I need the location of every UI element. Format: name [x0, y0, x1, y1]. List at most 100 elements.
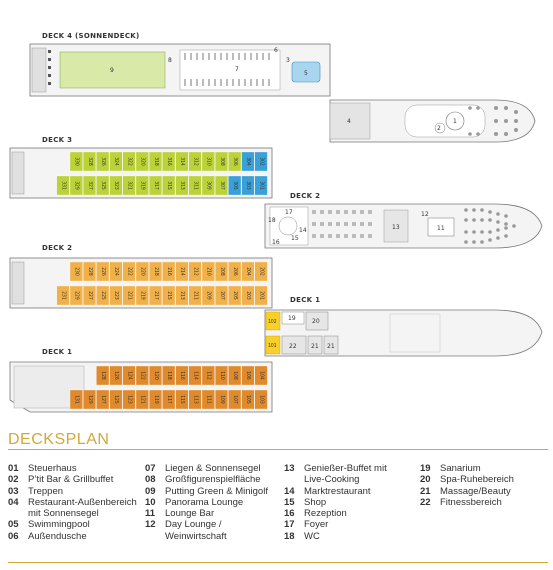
legend-number: 17 — [284, 519, 295, 531]
legend-number: 12 — [145, 519, 156, 531]
legend-label: Foyer — [304, 519, 329, 531]
cabin-322 — [122, 151, 136, 172]
cabin-215 — [162, 285, 176, 306]
deck-4-loungers — [184, 53, 270, 86]
cabin-205 — [228, 285, 242, 306]
cabin-324-label: 324 — [113, 157, 119, 166]
deck-2-stern — [11, 261, 25, 305]
legend-number: 07 — [145, 463, 156, 474]
cabin-108 — [228, 365, 242, 386]
cabin-104-label: 104 — [258, 371, 264, 380]
cabin-111-label: 111 — [206, 395, 212, 404]
room-19: 19 — [288, 315, 296, 322]
room-13: 13 — [392, 224, 400, 231]
cabin-115-label: 115 — [179, 395, 185, 404]
deck-4-restaurant-terrace — [329, 102, 371, 140]
cabin-316-label: 316 — [166, 157, 172, 166]
room-7: 7 — [235, 66, 239, 73]
cabin-230-label: 230 — [74, 267, 80, 276]
cabin-205-label: 205 — [232, 291, 238, 300]
cabin-119 — [149, 389, 162, 410]
legend-number: 06 — [8, 530, 19, 542]
room-22-fitness — [281, 335, 307, 355]
cabin-210 — [201, 261, 215, 282]
cabin-331 — [56, 175, 70, 196]
legend-label: Außendusche — [28, 530, 87, 542]
room-17: 17 — [285, 209, 293, 216]
cabin-307-label: 307 — [219, 181, 225, 190]
cabin-304-label: 304 — [245, 157, 251, 166]
cabin-214-label: 214 — [179, 267, 185, 276]
room-21-b: 21 — [327, 343, 335, 350]
cabin-215-label: 215 — [166, 291, 172, 300]
deck-2-restaurant-tables — [312, 210, 372, 238]
cabin-324 — [109, 151, 123, 172]
legend-label: Marktrestaurant — [304, 485, 371, 497]
cabin-108-label: 108 — [232, 371, 238, 380]
cabin-103-label: 103 — [258, 395, 264, 404]
legend-label: Panorama Lounge — [165, 496, 244, 508]
cabin-113 — [188, 389, 202, 410]
cabin-126 — [109, 365, 123, 386]
cabin-305 — [228, 175, 242, 196]
legend-number: 15 — [284, 496, 295, 508]
cabin-121 — [135, 389, 149, 410]
cabin-125 — [109, 389, 123, 410]
cabin-311-label: 311 — [192, 181, 198, 190]
legend-label: Steuerhaus — [28, 463, 77, 474]
cabin-325 — [96, 175, 110, 196]
room-15: 15 — [291, 235, 299, 242]
cabin-316 — [162, 151, 176, 172]
cabin-312-label: 312 — [192, 157, 198, 166]
legend-label: Massage/Beauty — [440, 485, 511, 497]
deck-4-lounger-area — [179, 49, 281, 91]
cabin-306 — [228, 151, 242, 172]
deck-4-stern-detail — [31, 47, 47, 93]
cabin-110 — [215, 365, 228, 386]
room-1: 1 — [453, 118, 457, 125]
legend-number: 10 — [145, 496, 156, 508]
cabin-220-label: 220 — [140, 267, 146, 276]
cabin-221 — [122, 285, 136, 306]
legend-title: DECKSPLAN — [8, 431, 110, 448]
deck-1-label: DECK 1 — [42, 348, 72, 356]
legend-label: Genießer-Buffet mit — [304, 463, 387, 474]
cabin-206 — [228, 261, 242, 282]
cabin-202-label: 202 — [258, 267, 264, 276]
legend-label: mit Sonnensegel — [28, 508, 99, 520]
room-3: 3 — [286, 57, 290, 64]
cabin-102-label: 102 — [268, 319, 277, 325]
legend-number: 09 — [145, 485, 156, 497]
cabin-114-label: 114 — [192, 371, 198, 380]
cabin-309-label: 309 — [206, 181, 212, 190]
cabin-203 — [241, 285, 255, 306]
legend-number: 01 — [8, 463, 19, 474]
legend-number: 20 — [420, 474, 431, 486]
cabin-326-label: 326 — [100, 157, 106, 166]
room-20-spa — [305, 311, 329, 331]
cabin-101-label: 101 — [268, 343, 277, 349]
legend-label: Restaurant-Außenbereich — [28, 496, 137, 508]
cabin-321-label: 321 — [126, 181, 132, 190]
cabin-327 — [83, 175, 96, 196]
cabin-319 — [135, 175, 149, 196]
cabin-120-label: 120 — [153, 371, 159, 380]
cabin-206-label: 206 — [232, 267, 238, 276]
room-16: 16 — [272, 239, 280, 246]
room-5: 5 — [304, 70, 308, 77]
cabin-321 — [122, 175, 136, 196]
deck-1-crew-area — [389, 313, 441, 353]
cabin-224-label: 224 — [113, 267, 119, 276]
legend-item: 06 Außendusche — [8, 531, 137, 542]
cabin-118 — [162, 365, 176, 386]
deck-4-putting-green — [59, 51, 166, 89]
room-9: 9 — [110, 67, 114, 74]
cabin-329-label: 329 — [74, 181, 80, 190]
cabin-208-label: 208 — [219, 267, 225, 276]
